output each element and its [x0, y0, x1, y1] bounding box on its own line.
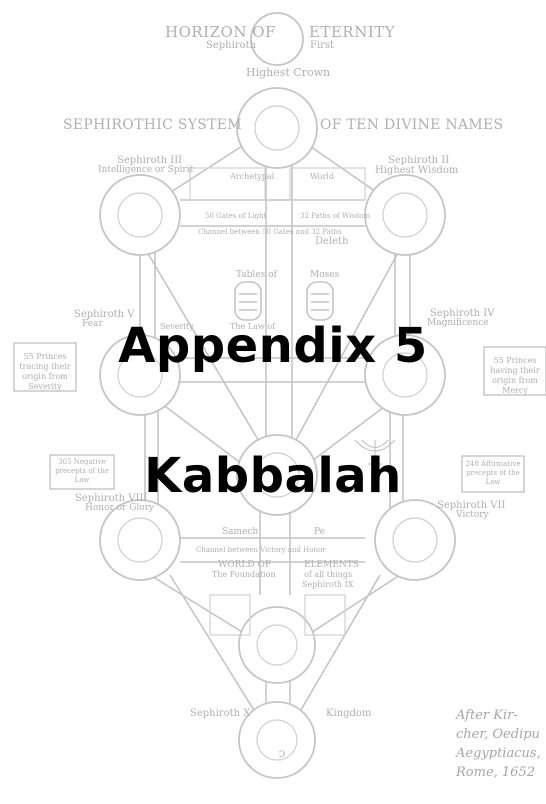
label-all-things: of all things — [304, 570, 352, 579]
label-channel-victory-honor: Channel between Victory and Honor — [196, 546, 326, 554]
label-deleth: Deleth — [315, 236, 349, 247]
label-pe: Pe — [314, 527, 325, 537]
label-gates-wisdom: 32 Paths of Wisdom — [300, 212, 370, 220]
label-intelligence: Intelligence or Spirit — [98, 165, 193, 175]
label-victory: Victory — [456, 510, 489, 520]
label-elements: ELEMENTS — [304, 560, 359, 570]
label-highest-crown: Highest Crown — [246, 66, 330, 79]
label-world: World — [310, 172, 334, 181]
label-sephiroth-ix: Sephiroth IX — [302, 580, 353, 589]
label-archetypal: Archetypal — [230, 172, 274, 181]
image-credit: After Kir- cher, Oedipu Aegyptiacus, Rom… — [456, 706, 541, 782]
credit-line-3: Aegyptiacus, — [456, 744, 541, 763]
label-first: First — [310, 40, 334, 51]
label-world-of: WORLD OF — [218, 560, 271, 570]
label-gates-light: 50 Gates of Light — [205, 212, 266, 220]
label-tables-of: Tables of — [236, 270, 277, 280]
credit-line-4: Rome, 1652 — [456, 763, 541, 782]
credit-line-2: cher, Oedipu — [456, 725, 541, 744]
label-samech: Samech — [222, 527, 258, 537]
label-sephiroth-first-left: Sephiroth — [206, 40, 256, 51]
label-ten-divine-names: OF TEN DIVINE NAMES — [320, 117, 503, 133]
label-foundation: The Foundation — [212, 570, 276, 579]
label-sephirothic-system: SEPHIROTHIC SYSTEM — [63, 117, 242, 133]
label-horizon-left: HORIZON OF — [165, 23, 276, 41]
label-honor-glory: Honor or Glory — [85, 503, 154, 513]
label-horizon-right: ETERNITY — [309, 23, 395, 41]
subject-title: Kabbalah — [0, 448, 546, 504]
appendix-title: Appendix 5 — [0, 318, 546, 374]
label-channel-between: Channel between 50 Gates and 32 Paths — [198, 228, 342, 236]
label-moses: Moses — [310, 270, 339, 280]
label-kingdom: Kingdom — [326, 708, 371, 719]
credit-line-1: After Kir- — [456, 706, 541, 725]
label-sephiroth-x: Sephiroth X — [190, 708, 250, 719]
label-highest-wisdom: Highest Wisdom — [375, 165, 458, 176]
